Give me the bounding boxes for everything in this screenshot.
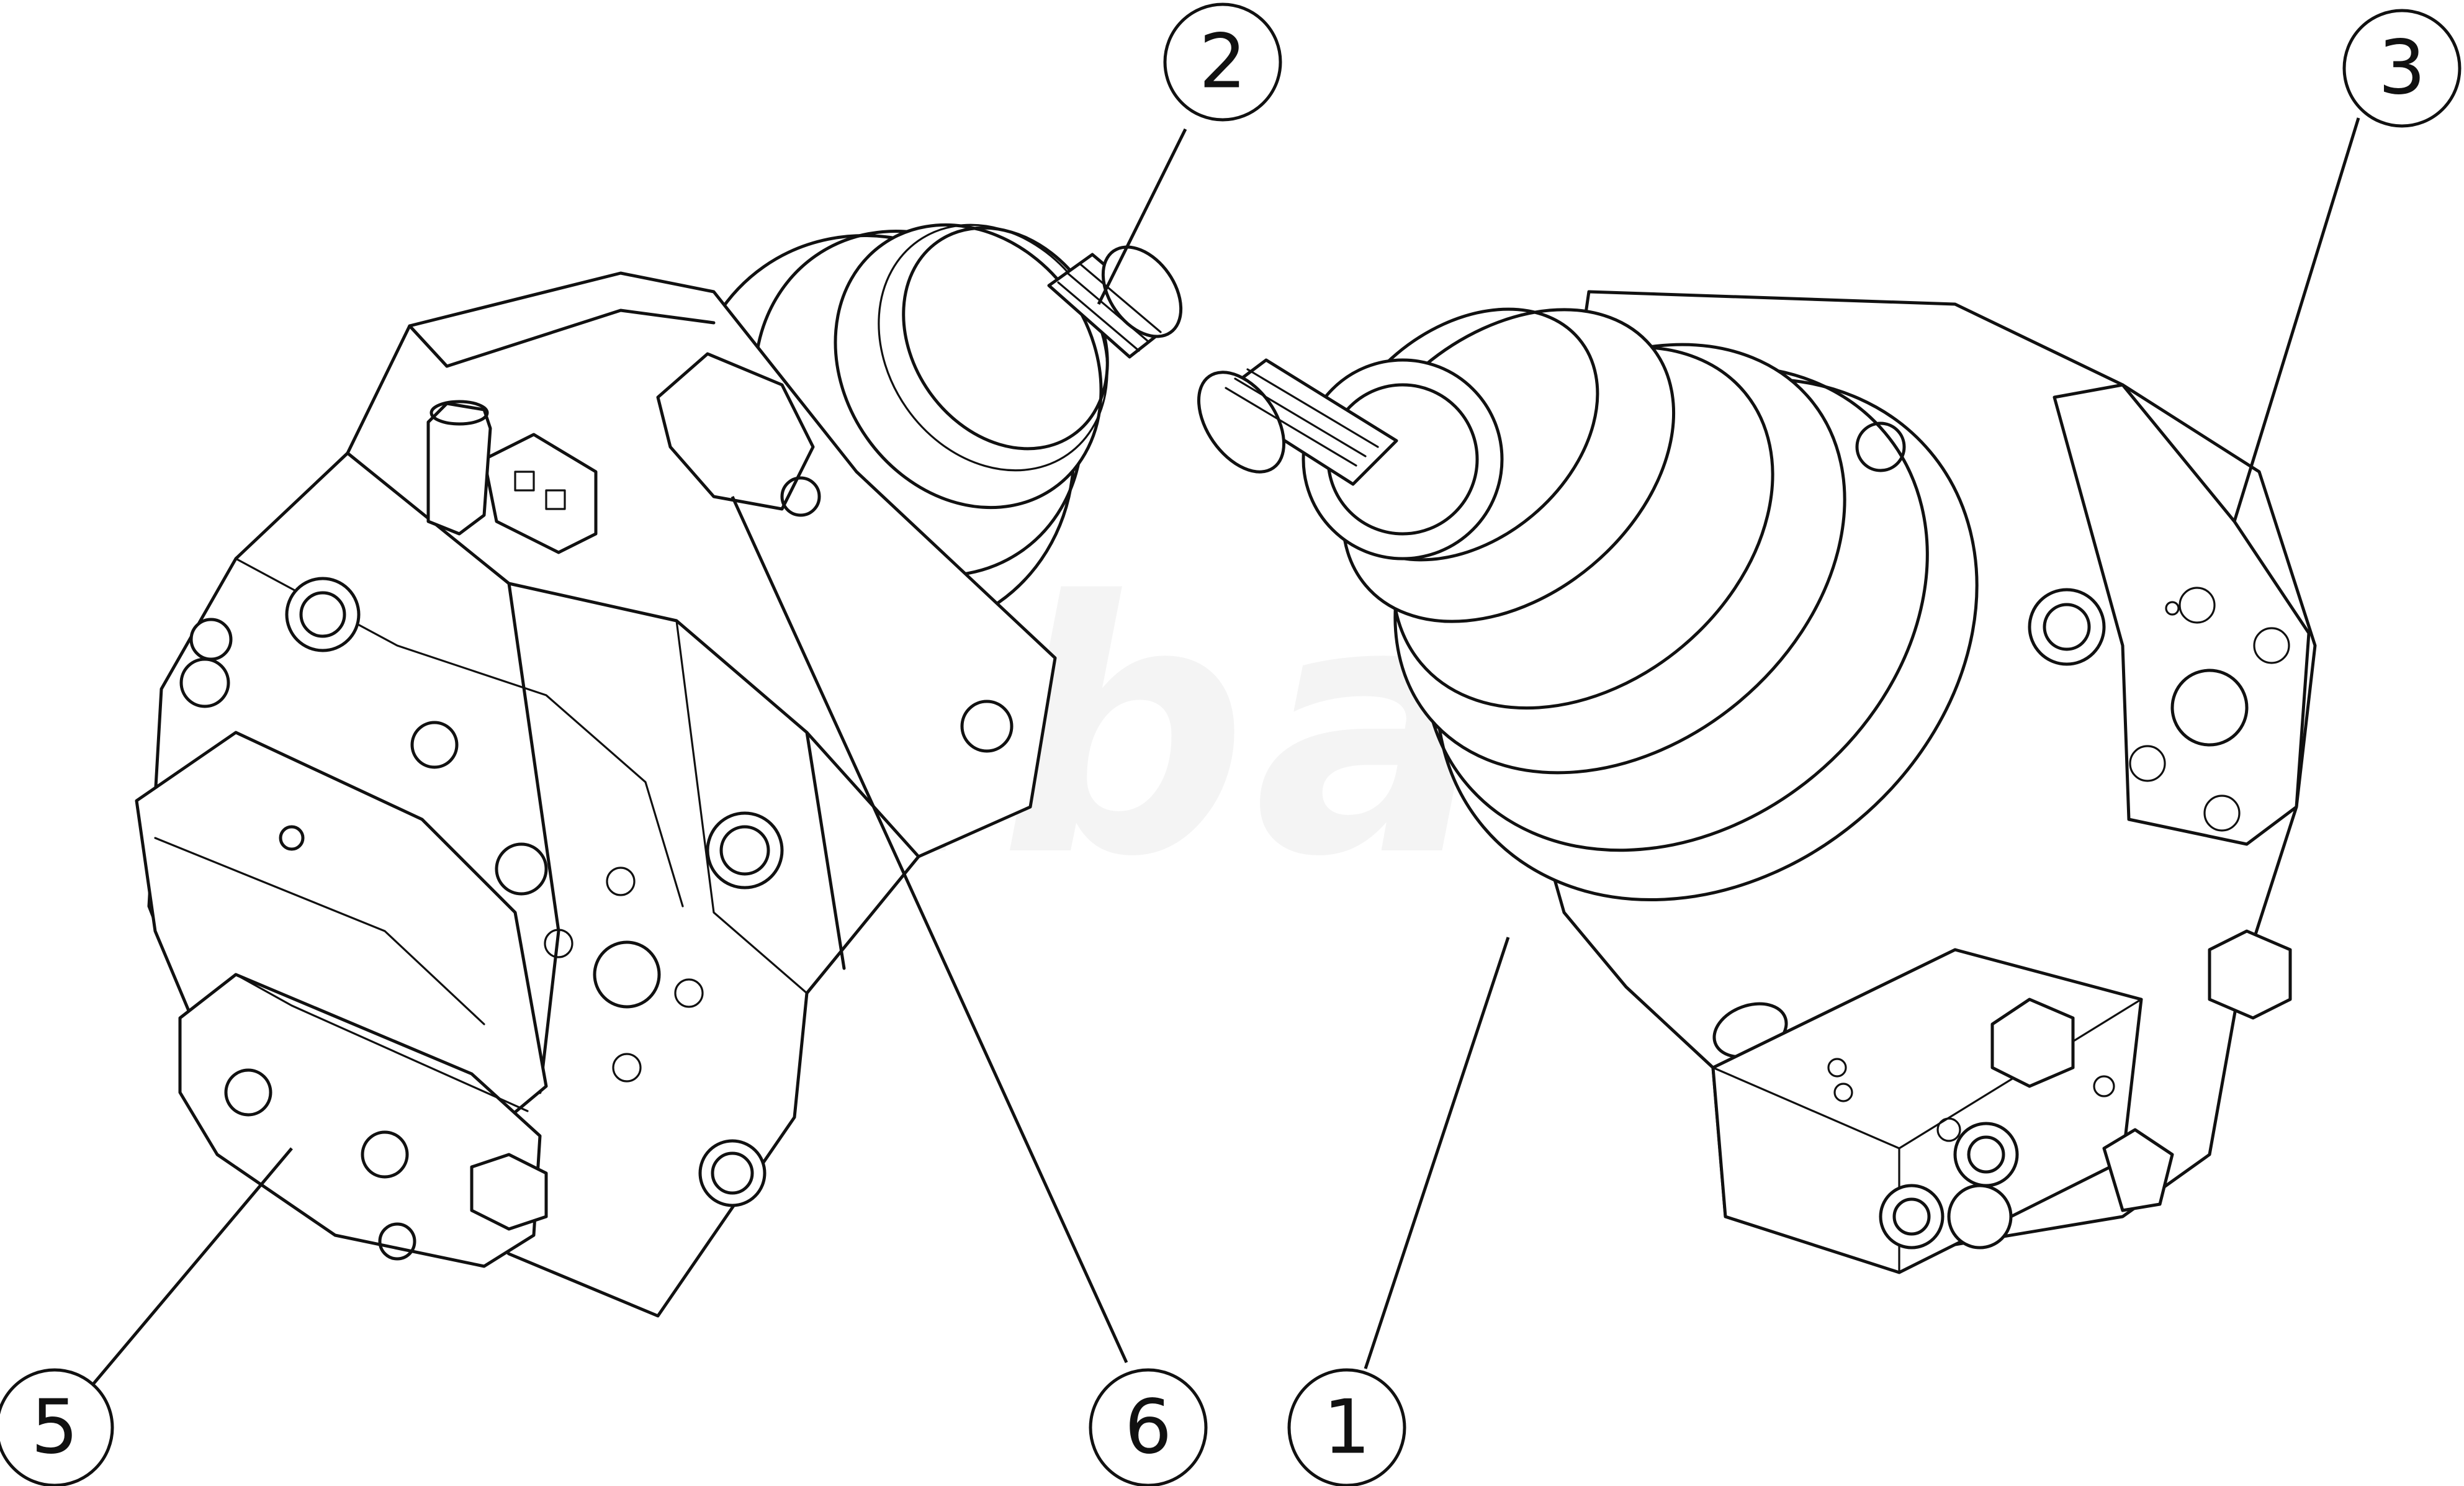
callout-1: 1 — [1287, 937, 1510, 1486]
callout-1-label: 1 — [1323, 1385, 1370, 1471]
right-hydraulic-motor — [1197, 290, 2317, 1274]
callout-2-label: 2 — [1199, 19, 1246, 106]
callout-5-label: 5 — [31, 1385, 78, 1471]
right-port-plate — [2053, 383, 2311, 846]
right-valve-block — [1711, 929, 2292, 1274]
callout-6: 6 — [731, 495, 1208, 1486]
callout-5: 5 — [0, 1147, 293, 1486]
left-speed-sensor — [426, 352, 821, 554]
callout-6-label: 6 — [1125, 1385, 1172, 1471]
left-valve-block — [178, 973, 548, 1268]
left-hydraulic-motor — [135, 223, 1183, 1318]
callout-3-label: 3 — [2378, 25, 2426, 112]
callout-2: 2 — [1097, 2, 1282, 305]
left-splined-shaft — [1047, 245, 1183, 359]
callout-3: 3 — [2232, 9, 2462, 522]
right-splined-shaft — [1197, 358, 1398, 486]
